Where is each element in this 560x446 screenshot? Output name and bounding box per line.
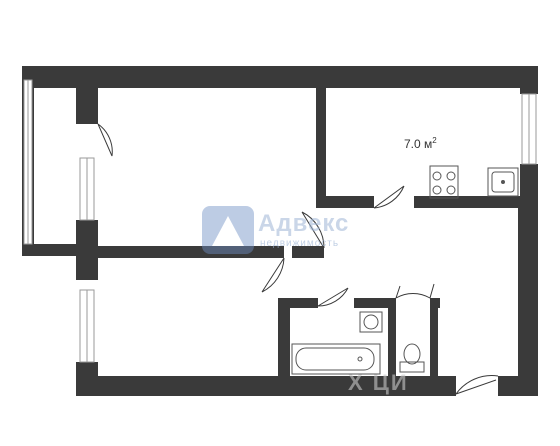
wall-left-inner-bottom	[76, 362, 98, 396]
wall-bottom	[76, 376, 456, 396]
door-room1	[97, 123, 113, 157]
wall-room-divider	[76, 246, 284, 258]
wall-left-inner-top	[76, 66, 98, 124]
wall-right-upper	[520, 66, 538, 94]
door-bath	[317, 287, 349, 307]
door-corridor	[301, 211, 325, 249]
stove	[429, 165, 459, 199]
watermark-brand: Адвекс	[258, 210, 350, 237]
wall-wc-right	[430, 298, 438, 396]
wall-top	[22, 66, 538, 88]
wall-room-divider-right	[292, 246, 324, 258]
bathtub	[291, 343, 381, 375]
wall-kitchen-bottom-left	[316, 196, 374, 208]
watermark-sub: недвижимость	[260, 238, 340, 249]
walls	[22, 66, 538, 396]
wall-bath-top-right	[354, 298, 392, 308]
watermark-logo	[202, 206, 254, 254]
door-wc	[395, 283, 435, 299]
kitchen-sink	[487, 167, 519, 197]
toilet	[399, 343, 425, 373]
wall-bath-left	[278, 298, 290, 396]
wall-bath-mid	[388, 298, 396, 396]
door-room2	[261, 257, 285, 293]
wall-hall-right	[518, 208, 538, 396]
door-kitchen	[373, 185, 405, 209]
doors	[97, 123, 499, 395]
wall-kitchen-left	[316, 66, 326, 196]
bath-sink	[359, 311, 383, 333]
wall-kitchen-bottom-right	[414, 196, 538, 208]
watermark-corner: Х ЦИ	[348, 370, 409, 395]
kitchen-area-label: 7.0 м2	[404, 136, 437, 151]
door-entrance	[455, 375, 499, 395]
window-lines	[27, 80, 530, 362]
wall-bath-top-left	[278, 298, 318, 308]
